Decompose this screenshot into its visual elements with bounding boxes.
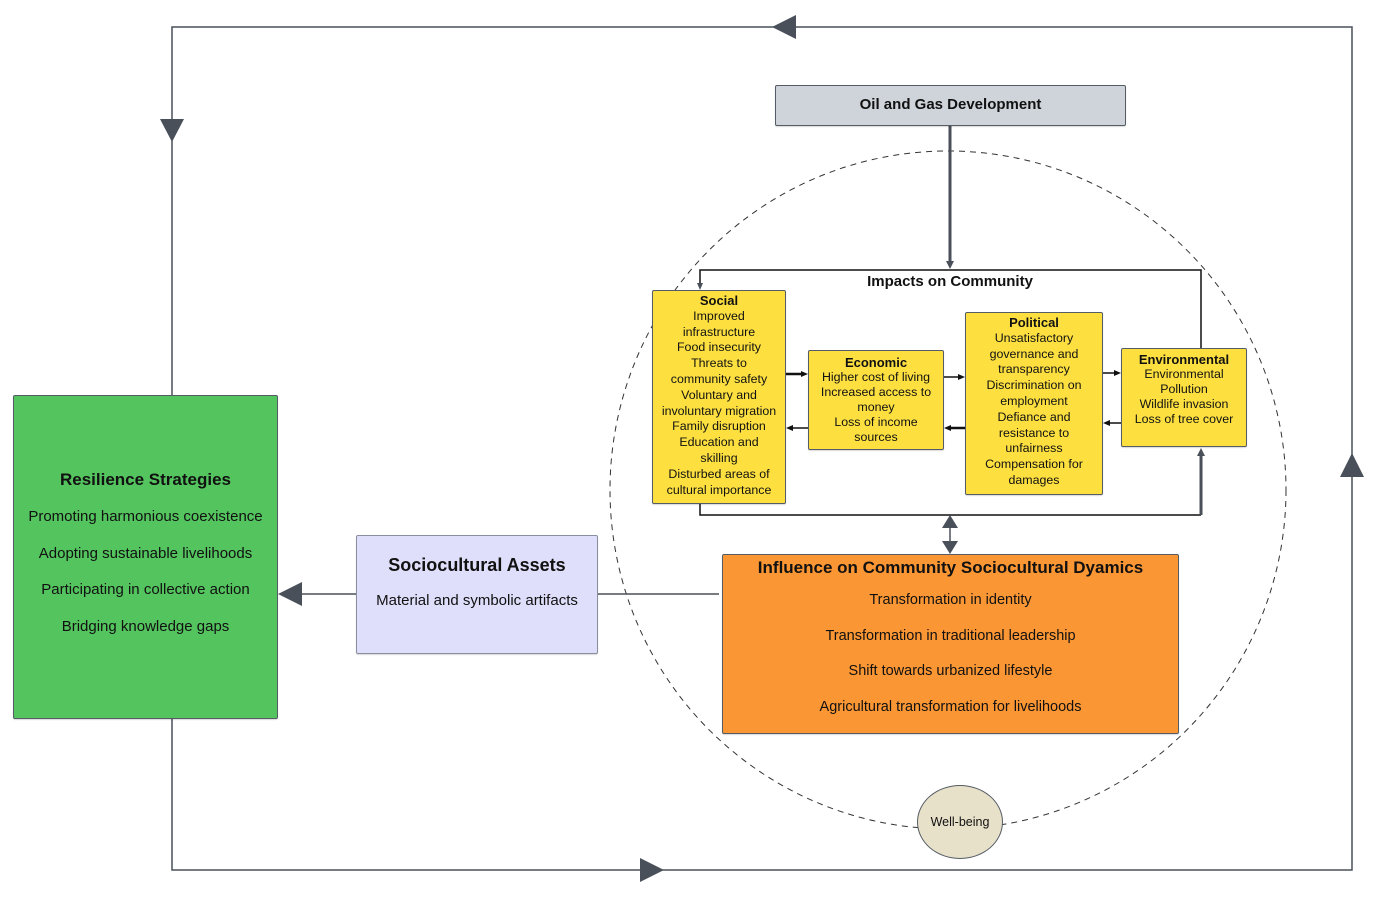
resilience-title: Resilience Strategies (59, 470, 232, 489)
social-item: Education and (679, 435, 759, 450)
economic-item: Higher cost of living (821, 370, 931, 384)
political-to-environmental-arrowhead (1114, 370, 1121, 376)
impacts-on-community-title: Impacts on Community (867, 273, 1033, 290)
environmental-impacts-node[interactable]: Environmental Environmental Pollution Wi… (1121, 348, 1247, 447)
economic-impacts-node[interactable]: Economic Higher cost of living Increased… (808, 350, 944, 450)
feedback-loop-top-left (171, 26, 1353, 493)
social-title: Social (699, 293, 739, 308)
assets-title: Sociocultural Assets (388, 555, 566, 575)
resilience-item: Adopting sustainable livelihoods (38, 544, 253, 562)
political-item: unfairness (1005, 441, 1063, 456)
social-item: cultural importance (666, 482, 772, 497)
resilience-item: Participating in collective action (41, 581, 250, 598)
political-impacts-node[interactable]: Political Unsatisfactory governance and … (965, 312, 1103, 495)
oil-and-gas-label: Oil and Gas Development (859, 96, 1042, 113)
impacts-frame-bottom (699, 504, 1201, 516)
political-title: Political (1009, 315, 1059, 330)
economic-item: Increased access to (820, 385, 932, 399)
feedback-loop-bottom (171, 493, 1353, 871)
loop-arrow-left-top (772, 15, 796, 39)
social-item: community safety (670, 371, 768, 386)
influence-item: Agricultural transformation for liveliho… (819, 698, 1082, 715)
loop-arrow-right-bottom (640, 858, 664, 882)
social-item: involuntary migration (661, 403, 777, 418)
assets-to-resilience-arrowhead (278, 582, 302, 606)
environmental-item: Environmental (1144, 367, 1224, 381)
impacts-frame-top (699, 269, 1202, 348)
political-item: resistance to (998, 425, 1070, 440)
social-item: Improved (693, 308, 745, 323)
impacts-influence-arrowhead-up (942, 515, 958, 528)
resilience-item: Promoting harmonious coexistence (28, 508, 263, 525)
social-to-economic-arrowhead (801, 371, 808, 377)
environmental-to-political-arrowhead (1103, 420, 1110, 426)
environmental-item: Pollution (1160, 382, 1208, 396)
political-item: damages (1008, 472, 1060, 487)
economic-to-political-arrowhead (958, 374, 965, 380)
loop-arrow-up-right (1340, 453, 1364, 477)
influence-item: Transformation in traditional leadership (825, 627, 1076, 644)
influence-sociocultural-dynamics-node[interactable]: Influence on Community Sociocultural Dya… (722, 554, 1179, 734)
political-item: transparency (998, 362, 1070, 377)
economic-item: Loss of income (834, 415, 918, 429)
economic-item: sources (854, 430, 898, 444)
loop-arrow-down-left (160, 119, 184, 142)
social-item: Disturbed areas of (668, 466, 770, 481)
economic-to-social-arrowhead (786, 425, 793, 431)
environmental-title: Environmental (1138, 352, 1230, 367)
social-impacts-node[interactable]: Social Improved infrastructure Food inse… (652, 290, 786, 504)
social-item: Family disruption (672, 419, 766, 434)
sociocultural-assets-node[interactable]: Sociocultural Assets Material and symbol… (356, 535, 598, 654)
wellbeing-node[interactable]: Well-being (917, 785, 1003, 859)
wellbeing-label: Well-being (930, 815, 990, 829)
social-item: Voluntary and (681, 387, 757, 402)
environmental-item: Wildlife invasion (1139, 397, 1229, 411)
impacts-frame-arrowhead-environmental (1197, 448, 1205, 456)
environmental-item: Loss of tree cover (1134, 412, 1234, 426)
political-item: Compensation for (985, 457, 1083, 472)
economic-item: money (857, 400, 895, 414)
resilience-strategies-node[interactable]: Resilience Strategies Promoting harmonio… (13, 395, 278, 719)
impacts-influence-arrowhead-down (942, 541, 958, 554)
political-item: Defiance and (997, 409, 1071, 424)
economic-title: Economic (844, 355, 908, 370)
social-item: Threats to (691, 356, 747, 371)
political-to-economic-arrowhead (944, 425, 951, 431)
political-item: employment (1000, 393, 1068, 408)
social-item: Food insecurity (676, 340, 762, 355)
social-item: infrastructure (682, 324, 756, 339)
political-item: governance and (989, 346, 1079, 361)
political-item: Discrimination on (986, 378, 1082, 393)
assets-item: Material and symbolic artifacts (376, 592, 578, 609)
social-item: skilling (700, 450, 738, 465)
impacts-frame-arrowhead-social (697, 283, 703, 290)
oil-and-gas-development-node[interactable]: Oil and Gas Development (775, 85, 1126, 126)
influence-item: Transformation in identity (869, 592, 1032, 608)
influence-item: Shift towards urbanized lifestyle (848, 663, 1053, 679)
resilience-item: Bridging knowledge gaps (61, 617, 230, 635)
oil-to-impacts-arrowhead (946, 261, 954, 269)
influence-title: Influence on Community Sociocultural Dya… (757, 558, 1144, 577)
political-item: Unsatisfactory (994, 330, 1074, 345)
